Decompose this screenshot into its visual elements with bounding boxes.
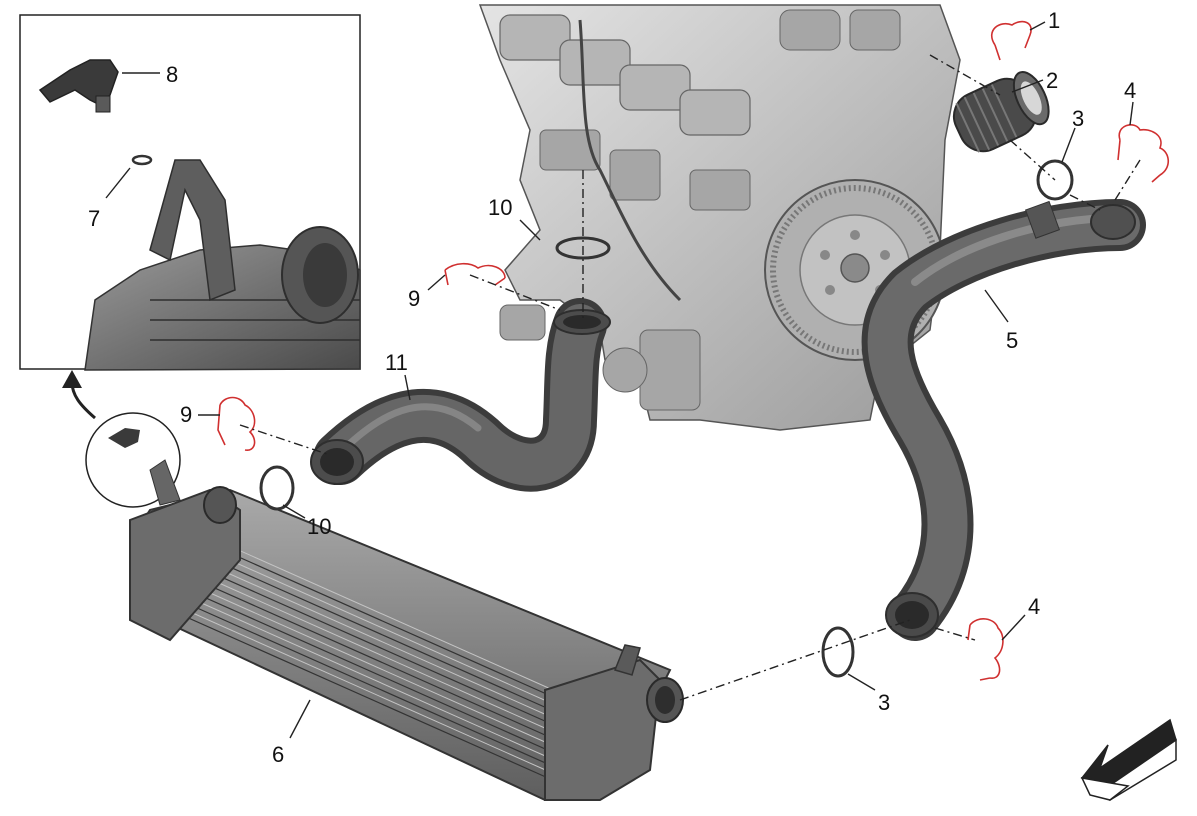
zoom-detail (62, 370, 181, 508)
callout-3-top: 3 (1072, 106, 1084, 131)
callout-labels: 1 2 3 4 5 6 7 8 9 10 9 10 11 3 4 (88, 8, 1136, 767)
callout-5: 5 (1006, 328, 1018, 353)
part-2-hose-section (952, 71, 1050, 153)
callout-11: 11 (385, 350, 408, 375)
callout-6: 6 (272, 742, 284, 767)
callout-10-left: 10 (307, 514, 331, 539)
part-11-hose-left (310, 298, 611, 492)
part-9-clip-top (444, 262, 506, 286)
part-3-ring-bottom (821, 626, 855, 678)
callout-7: 7 (88, 206, 100, 231)
callout-2: 2 (1046, 68, 1058, 93)
part-4-clip-bottom (967, 618, 1004, 681)
callout-9-left: 9 (180, 402, 192, 427)
callout-3-bottom: 3 (878, 690, 890, 715)
o-rings (259, 159, 1074, 678)
callout-1: 1 (1048, 8, 1060, 33)
detail-inset (19, 14, 361, 371)
part-9-clip-left (217, 396, 256, 451)
part-7-seal (131, 154, 153, 166)
part-8-pressure-sensor (38, 59, 119, 113)
leader-lines (105, 21, 1134, 739)
callout-4-bottom: 4 (1028, 594, 1040, 619)
part-5-hose-right (861, 199, 1146, 641)
part-10-ring-top (555, 236, 611, 260)
part-4-clip-top (1117, 124, 1170, 183)
callout-8: 8 (166, 62, 178, 87)
callout-9-top: 9 (408, 286, 420, 311)
part-3-ring-top (1036, 159, 1074, 201)
part-10-ring-left (259, 465, 295, 511)
retaining-clips (217, 20, 1170, 681)
part-6-intercooler (128, 486, 684, 802)
callout-10-top: 10 (488, 195, 512, 220)
direction-arrow-icon (1080, 718, 1177, 802)
callout-4-top: 4 (1124, 78, 1136, 103)
part-1-clip (990, 20, 1032, 61)
